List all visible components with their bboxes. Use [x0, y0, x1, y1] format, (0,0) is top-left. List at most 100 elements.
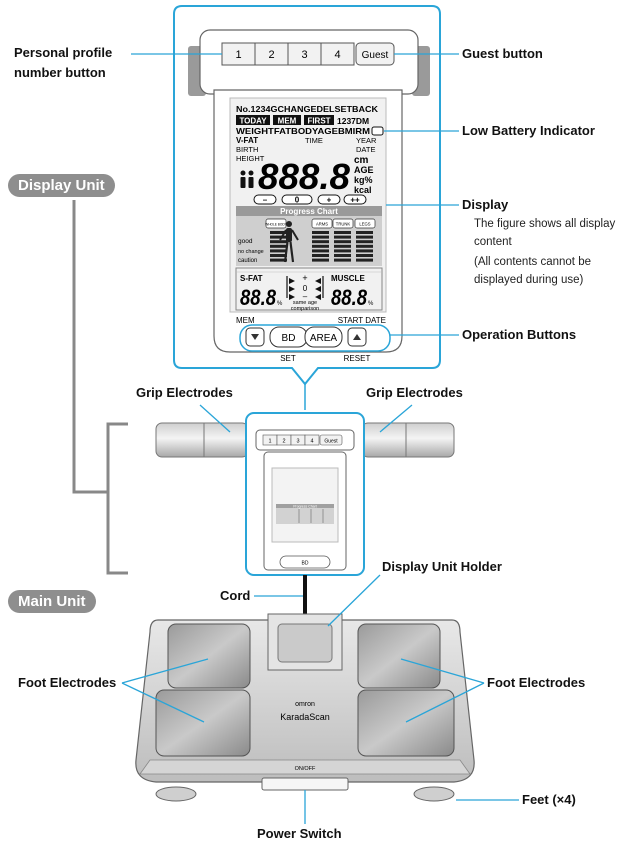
area-button-label: AREA: [310, 333, 338, 344]
foot-electrode-left-front: [167, 623, 251, 689]
lcd-vfat: V-FAT: [236, 136, 258, 145]
holder-recess: [277, 623, 333, 663]
lcd-year: YEAR: [356, 136, 377, 145]
lcd-pill: [317, 194, 341, 205]
profile-button-label: 3: [301, 49, 307, 61]
main-unit-section-title: Main Unit: [8, 590, 96, 613]
bar-segment: [312, 231, 329, 234]
grip-electrodes-right-callout: Grip Electrodes: [366, 385, 463, 400]
lcd-date: DATE: [356, 145, 375, 154]
lcd-unit-label: cm: [354, 155, 369, 166]
body-area-button: [265, 218, 287, 229]
lcd-muscle: MUSCLE: [331, 274, 365, 283]
lcd-pill: [343, 194, 367, 205]
bar-segment: [270, 244, 287, 248]
grip-right: [361, 422, 455, 458]
guest-button-callout: Guest button: [462, 46, 543, 61]
lcd-plus: +: [302, 273, 307, 283]
feet-callout: Feet (×4): [522, 792, 576, 807]
lcd-unit-label: kcal: [354, 185, 372, 195]
grip-electrodes-left-callout: Grip Electrodes: [136, 385, 233, 400]
lcd-first-badge: [304, 115, 334, 125]
bar-segment: [356, 249, 373, 253]
display-note-3: (All contents cannot be: [474, 256, 591, 268]
lcd-today-badge: [236, 115, 270, 125]
small-progress-chart: [276, 504, 334, 524]
lcd-person-icon: [240, 170, 254, 188]
small-guest-button[interactable]: [319, 434, 343, 446]
low-battery-callout: Low Battery Indicator: [462, 123, 595, 138]
callout-lines: [121, 53, 519, 824]
lcd-birth: BIRTH: [236, 145, 258, 154]
lcd-mem: MEM: [278, 117, 297, 126]
bar-segment: [270, 240, 287, 244]
display-note-4: displayed during use): [474, 274, 584, 286]
op-mem-label: MEM: [236, 316, 255, 325]
lcd-zero: 0: [303, 284, 308, 293]
foot-right: [413, 786, 455, 802]
scale-front-edge: [139, 759, 471, 775]
lcd-minus: –: [303, 292, 308, 301]
lcd-pill: [281, 194, 313, 205]
comparison-panel: [235, 267, 383, 311]
lcd-sfat-percent: %: [277, 301, 283, 307]
body-area-button: [354, 218, 376, 229]
bar-segment: [270, 258, 287, 262]
small-guest-label: Guest: [324, 439, 338, 445]
personal-profile-label-1: Personal profile: [14, 45, 113, 60]
display-unit-holder-callout: Display Unit Holder: [382, 559, 502, 574]
profile-button-label: 4: [334, 49, 340, 61]
foot-left: [155, 786, 197, 802]
display-zoom-frame: [173, 5, 441, 386]
scale-label-good: good: [238, 238, 253, 245]
body-area-button: [311, 218, 333, 229]
profile-button-group: 1 2 3 4: [221, 42, 355, 66]
lcd-muscle-percent: %: [368, 301, 374, 307]
triangle-down-icon: [251, 334, 259, 340]
bar-segment: [312, 258, 329, 262]
lcd-sfat-digits: 88.8: [240, 285, 277, 310]
op-reset-label: RESET: [344, 354, 371, 363]
lcd-height: HEIGHT: [236, 154, 265, 163]
bar-segment: [356, 254, 373, 257]
lcd-pill-label: ++: [350, 196, 360, 205]
display-unit-section-title: Display Unit: [8, 174, 115, 197]
small-profile-button-label: 4: [310, 439, 313, 445]
lcd-mem-badge: [273, 115, 301, 125]
small-profile-button-4[interactable]: [304, 434, 320, 446]
body-area-button: [332, 218, 354, 229]
small-op-buttons: [279, 555, 331, 569]
bar-segment: [334, 235, 351, 239]
profile-button-4[interactable]: [320, 42, 355, 66]
area-button[interactable]: [304, 326, 343, 348]
power-switch-callout: Power Switch: [257, 826, 342, 841]
profile-button-label: 1: [235, 49, 241, 61]
onoff-label: ON/OFF: [295, 766, 316, 772]
profile-button-label: 2: [268, 49, 274, 61]
small-profile-button-label: 1: [268, 439, 271, 445]
model-name: KaradaScan: [280, 712, 330, 722]
bar-segment: [312, 249, 329, 253]
bar-segment: [312, 235, 329, 239]
lcd-sfat: S-FAT: [240, 274, 263, 283]
small-profile-button-label: 3: [296, 439, 299, 445]
bar-segment: [334, 258, 351, 262]
bar-segment: [356, 258, 373, 262]
comparison-line-1: same age: [293, 300, 317, 306]
lcd-row-labels: No.1234GCHANGEDELSETBACK: [236, 104, 379, 114]
bar-segment: [312, 254, 329, 257]
foot-electrode-right-front: [357, 623, 441, 689]
lcd-date-digits: 1237DM: [337, 116, 369, 126]
power-switch[interactable]: [261, 777, 349, 791]
foot-electrode-right-rear: [357, 689, 455, 757]
bar-segment: [334, 249, 351, 253]
op-start-date-label: START DATE: [338, 316, 386, 325]
display-callout: Display: [462, 197, 509, 212]
guest-button-label: Guest: [362, 50, 389, 61]
foot-electrodes-left-callout: Foot Electrodes: [18, 675, 117, 690]
bar-segment: [312, 244, 329, 248]
